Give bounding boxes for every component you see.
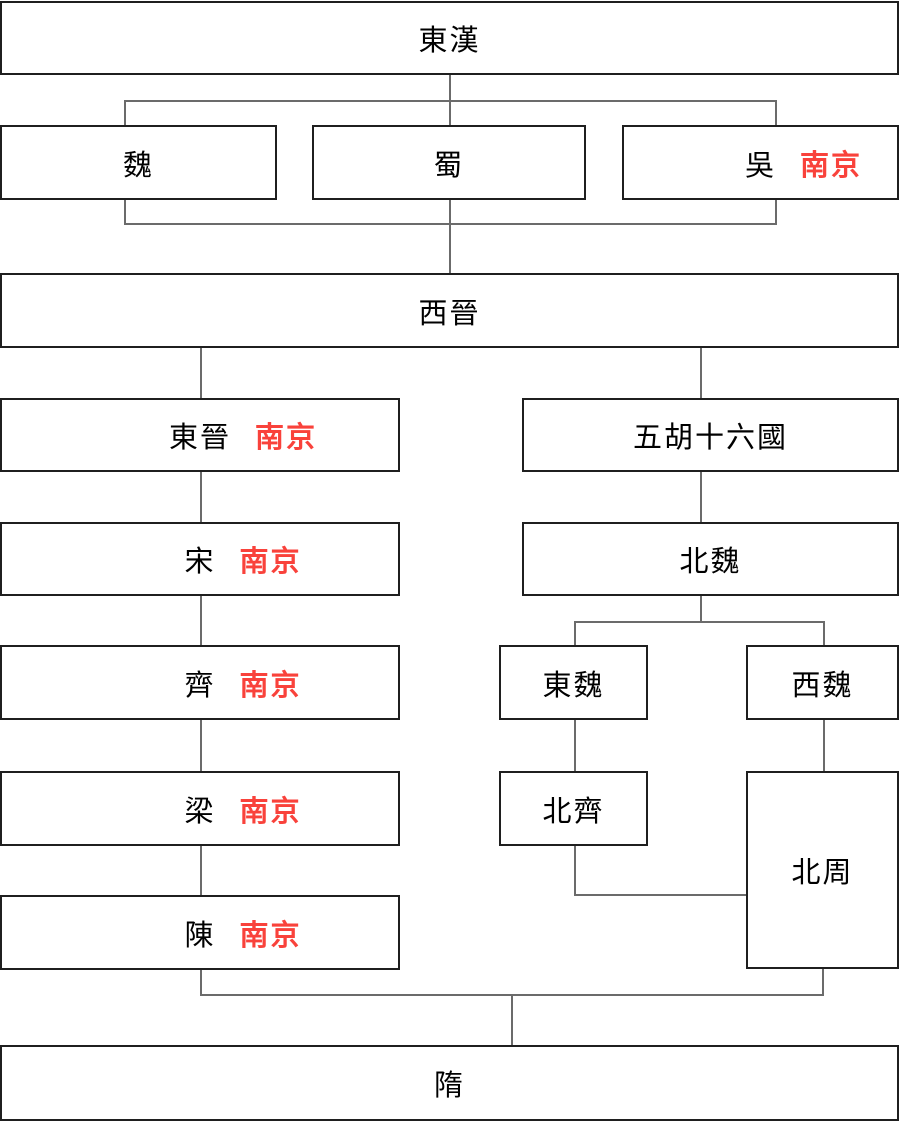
edge-to-wei bbox=[124, 100, 126, 125]
node-chen-label: 陳 bbox=[184, 919, 216, 952]
edge-qi-liang bbox=[200, 720, 202, 771]
nanjing-capital-label: 南京 bbox=[239, 546, 302, 578]
edge-to-sui bbox=[511, 994, 513, 1045]
node-beiqi: 北齊 bbox=[499, 771, 648, 846]
node-wei-label: 魏 bbox=[122, 149, 154, 182]
node-song-label: 宋 bbox=[184, 546, 216, 578]
node-beizhou: 北周 bbox=[746, 771, 899, 969]
node-wu: 吳 南京 bbox=[622, 125, 899, 200]
edge-dongjin-song bbox=[200, 472, 202, 522]
node-donghan: 東漢 bbox=[0, 1, 899, 75]
edge-top-branch-bar bbox=[124, 100, 777, 102]
edge-beiwei-branch-bar bbox=[574, 621, 825, 623]
node-xiwei-label: 西魏 bbox=[791, 669, 854, 702]
edge-beizhou-down bbox=[822, 969, 824, 996]
node-donghan-label: 東漢 bbox=[418, 25, 481, 57]
node-wuhu: 五胡十六國 bbox=[522, 398, 899, 472]
edge-xiwei-beizhou bbox=[823, 720, 825, 771]
node-xijin: 西晉 bbox=[0, 273, 899, 348]
node-qi-label: 齊 bbox=[184, 669, 216, 702]
node-dongjin: 東晉 南京 bbox=[0, 398, 400, 472]
edge-wuhu-beiwei bbox=[700, 472, 702, 522]
node-beiqi-label: 北齊 bbox=[542, 795, 605, 828]
node-xijin-label: 西晉 bbox=[418, 297, 481, 330]
edge-wei-down bbox=[124, 200, 126, 225]
node-beiwei-label: 北魏 bbox=[679, 546, 742, 578]
edge-shu-xijin bbox=[449, 200, 451, 273]
edge-to-dongwei bbox=[574, 621, 576, 645]
nanjing-capital-label: 南京 bbox=[239, 919, 302, 952]
edge-wu-down bbox=[775, 200, 777, 225]
node-dongwei: 東魏 bbox=[499, 645, 648, 720]
edge-beiwei-split bbox=[700, 596, 702, 623]
node-qi: 齊 南京 bbox=[0, 645, 400, 720]
edge-chen-down bbox=[200, 970, 202, 996]
node-shu-label: 蜀 bbox=[433, 149, 465, 182]
node-liang: 梁 南京 bbox=[0, 771, 400, 846]
edge-beiqi-down bbox=[574, 846, 576, 896]
edge-xijin-dongjin bbox=[200, 348, 202, 398]
node-wei: 魏 bbox=[0, 125, 277, 200]
edge-to-xiwei bbox=[823, 621, 825, 645]
node-dongjin-label: 東晉 bbox=[168, 422, 231, 454]
edge-beiqi-beizhou bbox=[574, 894, 748, 896]
node-wu-label: 吳 bbox=[744, 149, 776, 182]
node-beiwei: 北魏 bbox=[522, 522, 899, 596]
node-liang-label: 梁 bbox=[184, 795, 216, 828]
node-shu: 蜀 bbox=[312, 125, 586, 200]
nanjing-capital-label: 南京 bbox=[239, 795, 302, 828]
node-sui-label: 隋 bbox=[433, 1070, 465, 1102]
edge-liang-chen bbox=[200, 846, 202, 895]
edge-to-wu bbox=[775, 100, 777, 125]
nanjing-capital-label: 南京 bbox=[255, 422, 318, 454]
edge-xijin-wuhu bbox=[700, 348, 702, 398]
node-song: 宋 南京 bbox=[0, 522, 400, 596]
nanjing-capital-label: 南京 bbox=[800, 149, 863, 182]
node-wuhu-label: 五胡十六國 bbox=[632, 422, 788, 454]
node-sui: 隋 bbox=[0, 1045, 899, 1121]
node-dongwei-label: 東魏 bbox=[542, 669, 605, 702]
edge-song-qi bbox=[200, 596, 202, 645]
nanjing-capital-label: 南京 bbox=[239, 669, 302, 702]
node-beizhou-label: 北周 bbox=[791, 857, 854, 889]
node-xiwei: 西魏 bbox=[746, 645, 899, 720]
node-chen: 陳 南京 bbox=[0, 895, 400, 970]
edge-dongwei-beiqi bbox=[574, 720, 576, 771]
